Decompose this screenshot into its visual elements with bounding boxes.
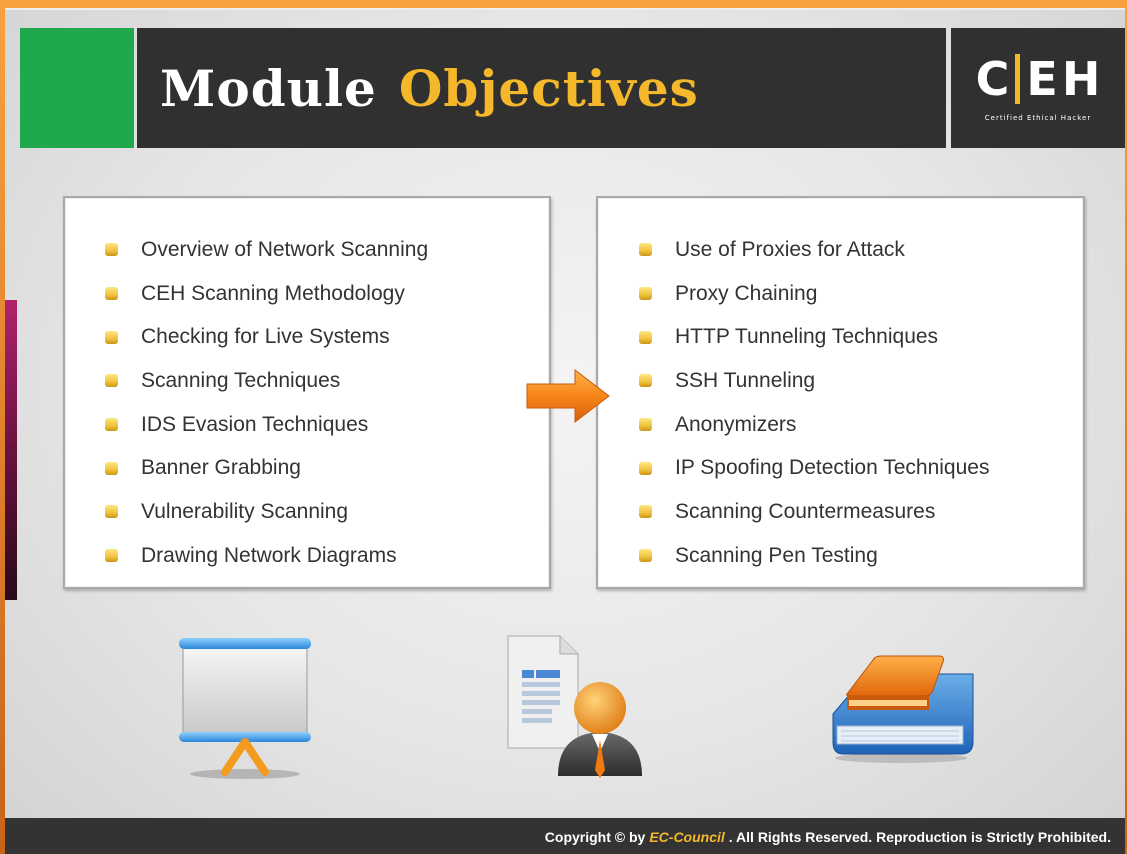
list-item-label: IDS Evasion Techniques: [141, 412, 369, 436]
slide: Module Objectives C E H Certified Ethica…: [5, 8, 1125, 854]
list-item-label: Banner Grabbing: [141, 456, 301, 480]
right-objectives-list: Use of Proxies for Attack Proxy Chaining…: [598, 228, 1083, 578]
page-title-part2: Objectives: [398, 58, 699, 118]
list-item-label: Drawing Network Diagrams: [141, 543, 397, 567]
list-item: Scanning Countermeasures: [598, 490, 1083, 534]
bullet-icon: [639, 418, 652, 432]
list-item-label: Scanning Countermeasures: [675, 499, 936, 523]
projection-screen-icon: [179, 638, 311, 779]
bullet-icon: [105, 374, 118, 388]
list-item: Scanning Techniques: [65, 359, 549, 403]
list-item-label: Scanning Techniques: [141, 368, 341, 392]
bullet-icon: [105, 330, 118, 344]
bullet-icon: [639, 505, 652, 519]
copyright-prefix: Copyright © by: [544, 829, 646, 845]
copyright-suffix: . All Rights Reserved. Reproduction is S…: [728, 829, 1111, 845]
left-objectives-panel: Overview of Network Scanning CEH Scannin…: [63, 196, 551, 589]
bullet-icon: [105, 418, 118, 432]
list-item: Anonymizers: [598, 403, 1083, 447]
logo-divider: [1015, 54, 1021, 104]
bullet-icon: [105, 461, 118, 475]
ceh-logo: C E H Certified Ethical Hacker: [951, 28, 1125, 148]
list-item: CEH Scanning Methodology: [65, 272, 549, 316]
list-item-label: Checking for Live Systems: [141, 325, 390, 349]
bullet-icon: [105, 549, 118, 563]
list-item-label: IP Spoofing Detection Techniques: [675, 456, 990, 480]
arrow-right-icon: [526, 368, 610, 424]
title-bar: Module Objectives: [137, 28, 946, 148]
book-icon: [832, 655, 974, 763]
bullet-icon: [105, 505, 118, 519]
page-title-part1: Module: [160, 58, 377, 118]
list-item-label: SSH Tunneling: [675, 368, 816, 392]
bullet-icon: [639, 287, 652, 301]
footer: Copyright © by EC-Council . All Rights R…: [5, 818, 1125, 854]
green-accent-block: [20, 28, 134, 148]
list-item-label: Use of Proxies for Attack: [675, 237, 905, 261]
list-item-label: Anonymizers: [675, 412, 797, 436]
list-item: Vulnerability Scanning: [65, 490, 549, 534]
list-item: Scanning Pen Testing: [598, 534, 1083, 578]
bullet-icon: [105, 243, 118, 257]
left-objectives-list: Overview of Network Scanning CEH Scannin…: [65, 228, 549, 578]
list-item: Overview of Network Scanning: [65, 228, 549, 272]
bullet-icon: [639, 461, 652, 475]
list-item-label: Proxy Chaining: [675, 281, 818, 305]
bullet-icon: [639, 243, 652, 257]
bullet-icon: [639, 330, 652, 344]
logo-tagline: Certified Ethical Hacker: [984, 114, 1092, 122]
bullet-icon: [639, 374, 652, 388]
list-item-label: Overview of Network Scanning: [141, 237, 429, 261]
bullet-icon: [105, 287, 118, 301]
list-item-label: HTTP Tunneling Techniques: [675, 325, 939, 349]
list-item: Checking for Live Systems: [65, 315, 549, 359]
list-item: HTTP Tunneling Techniques: [598, 315, 1083, 359]
ec-council-brand: EC-Council: [649, 829, 725, 845]
list-item: SSH Tunneling: [598, 359, 1083, 403]
logo-letter-c: C: [975, 52, 1010, 106]
list-item-label: Scanning Pen Testing: [675, 543, 878, 567]
logo-letters: C E H: [975, 52, 1101, 106]
list-item: Drawing Network Diagrams: [65, 534, 549, 578]
list-item: Use of Proxies for Attack: [598, 228, 1083, 272]
list-item: IDS Evasion Techniques: [65, 403, 549, 447]
list-item: Banner Grabbing: [65, 446, 549, 490]
list-item-label: CEH Scanning Methodology: [141, 281, 405, 305]
list-item-label: Vulnerability Scanning: [141, 499, 349, 523]
user-document-icon: [507, 635, 642, 778]
bullet-icon: [639, 549, 652, 563]
list-item: Proxy Chaining: [598, 272, 1083, 316]
logo-letter-h: H: [1061, 52, 1101, 106]
right-objectives-panel: Use of Proxies for Attack Proxy Chaining…: [596, 196, 1085, 589]
list-item: IP Spoofing Detection Techniques: [598, 446, 1083, 490]
logo-letter-e: E: [1026, 52, 1058, 106]
side-strip: [5, 300, 17, 600]
